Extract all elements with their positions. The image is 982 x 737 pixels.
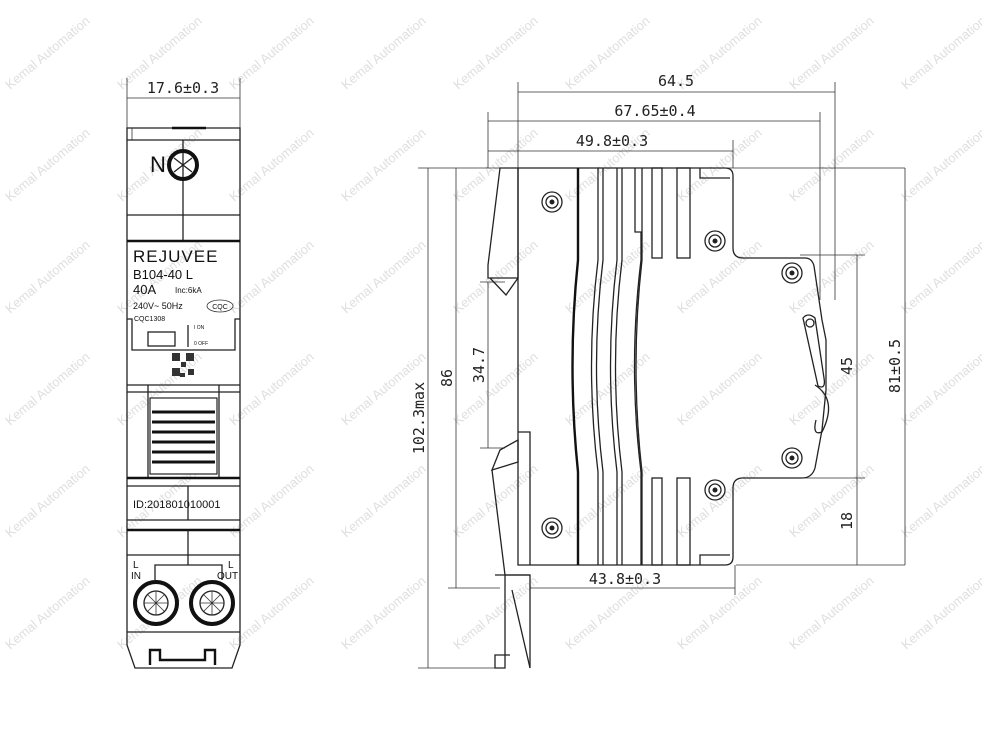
din-clip-front	[148, 648, 217, 665]
watermark-text: Kemal Automation	[562, 461, 652, 540]
watermark-text: Kemal Automation	[898, 573, 982, 652]
watermark-text: Kemal Automation	[562, 349, 652, 428]
side-handle[interactable]	[802, 314, 830, 434]
watermark-text: Kemal Automation	[338, 125, 428, 204]
watermark-text: Kemal Automation	[450, 573, 540, 652]
watermark-text: Kemal Automation	[674, 461, 764, 540]
screw-icon	[781, 447, 803, 469]
watermark-text: Kemal Automation	[786, 237, 876, 316]
cert-code: CQC1308	[134, 316, 165, 323]
front-width-dimension: 17.6±0.3	[147, 79, 219, 97]
watermark-text: Kemal Automation	[450, 13, 540, 92]
watermark-text: Kemal Automation	[2, 573, 92, 652]
screw-icon	[704, 479, 726, 501]
operating-handle[interactable]	[149, 397, 218, 475]
lower-offset-dimension: 18	[838, 512, 856, 530]
watermark-text: Kemal Automation	[898, 125, 982, 204]
terminal-in-l: L	[133, 560, 139, 571]
serial-id: ID:201801010001	[133, 499, 220, 511]
rating-label: 40A	[133, 282, 156, 297]
toggle-switch[interactable]	[147, 331, 176, 347]
screw-icon	[541, 191, 563, 213]
max-height-dimension: 102.3max	[410, 382, 428, 454]
watermark-text: Kemal Automation	[786, 13, 876, 92]
front-view: 17.6±0.3 N REJUVEE B104-40 L 40A Inc:6kA…	[126, 78, 241, 669]
screw-icon	[541, 517, 563, 539]
watermark-text: Kemal Automation	[450, 125, 540, 204]
watermark-text: Kemal Automation	[2, 237, 92, 316]
face-depth-dimension: 67.65±0.4	[614, 102, 695, 120]
switch-on-label: I ON	[194, 325, 205, 331]
terminal-out-l: L	[228, 560, 234, 571]
watermark-text: Kemal Automation	[898, 237, 982, 316]
face-height-dimension: 45	[838, 357, 856, 375]
watermark-text: Kemal Automation	[674, 125, 764, 204]
breaker-body-outline	[126, 127, 241, 669]
watermark-text: Kemal Automation	[898, 349, 982, 428]
qr-code	[172, 353, 194, 377]
watermark-text: Kemal Automation	[450, 349, 540, 428]
model-label: B104-40 L	[133, 267, 193, 282]
body-height-dimension: 81±0.5	[886, 339, 904, 393]
side-body-outline	[517, 167, 827, 566]
watermark-text: Kemal Automation	[786, 349, 876, 428]
watermark-text: Kemal Automation	[338, 573, 428, 652]
watermark-text: Kemal Automation	[2, 349, 92, 428]
watermark-text: Kemal Automation	[338, 237, 428, 316]
terminal-screw-in-icon[interactable]	[133, 580, 179, 626]
cert-mark: CQC	[212, 304, 228, 311]
din-rail-dimension: 34.7	[470, 347, 488, 383]
watermark-text: Kemal Automation	[674, 573, 764, 652]
terminal-out-label: OUT	[217, 571, 238, 582]
neutral-label: N	[150, 152, 166, 177]
height-86-dimension: 86	[438, 369, 456, 387]
watermark-text: Kemal Automation	[786, 461, 876, 540]
watermark-text: Kemal Automation	[2, 461, 92, 540]
terminal-in-label: IN	[131, 571, 141, 582]
screw-icon	[781, 262, 803, 284]
watermark-text: Kemal Automation	[450, 237, 540, 316]
brand-label: REJUVEE	[133, 247, 218, 266]
watermark-text: Kemal Automation	[562, 13, 652, 92]
shoulder-depth-dimension: 49.8±0.3	[576, 132, 648, 150]
watermark-text: Kemal Automation	[786, 573, 876, 652]
watermark-text: Kemal Automation	[338, 13, 428, 92]
watermark-text: Kemal Automation	[338, 461, 428, 540]
breaking-capacity-label: Inc:6kA	[175, 286, 202, 295]
terminal-screw-out-icon[interactable]	[189, 580, 235, 626]
watermark-text: Kemal Automation	[786, 125, 876, 204]
voltage-label: 240V~ 50Hz	[133, 301, 183, 311]
side-view: 64.5 67.65±0.4 49.8±0.3 102.3max 86 34.7…	[410, 72, 906, 669]
neutral-terminal-screw-icon[interactable]	[167, 149, 199, 181]
base-depth-dimension: 43.8±0.3	[589, 570, 661, 588]
watermark-text: Kemal Automation	[898, 461, 982, 540]
watermark-text: Kemal Automation	[898, 13, 982, 92]
watermark-text: Kemal Automation	[2, 13, 92, 92]
watermark-text: Kemal Automation	[2, 125, 92, 204]
switch-off-label: 0 OFF	[194, 341, 208, 347]
screw-icon	[704, 230, 726, 252]
watermark-text: Kemal Automation	[674, 237, 764, 316]
watermark-text: Kemal Automation	[674, 349, 764, 428]
overall-depth-dimension: 64.5	[658, 72, 694, 90]
